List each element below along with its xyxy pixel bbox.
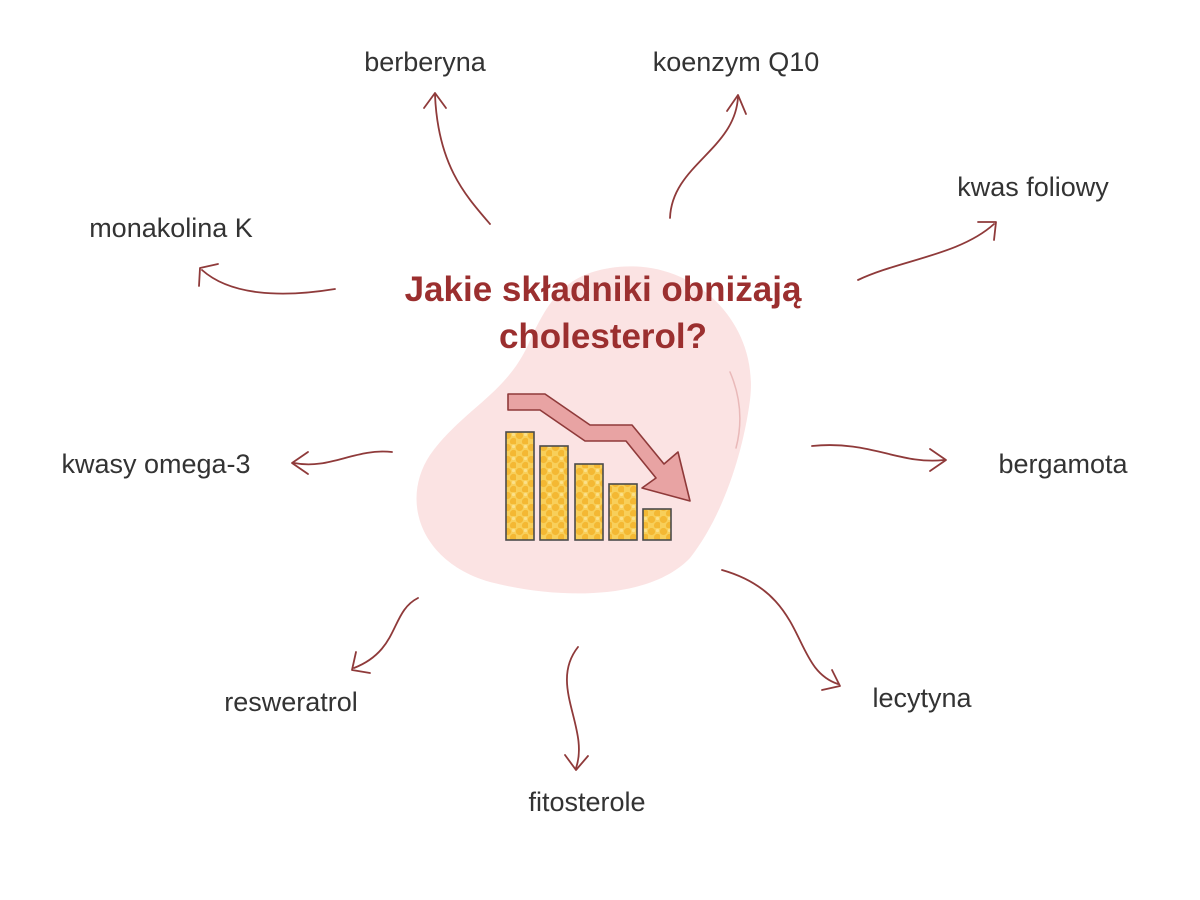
label-resweratrol: resweratrol	[224, 687, 358, 717]
chart-bar-4	[608, 483, 638, 541]
chart-bar-1	[505, 431, 535, 541]
arrow-to-monakolina-k	[198, 263, 336, 295]
blob-outline-accent	[729, 371, 741, 449]
declining-bar-chart-icon	[505, 393, 691, 541]
arrow-to-kwasy-omega-3	[291, 450, 393, 475]
label-bergamota: bergamota	[998, 449, 1128, 479]
arrow-to-berberyna	[423, 92, 491, 225]
label-fitosterole: fitosterole	[528, 787, 645, 817]
arrow-to-bergamota	[811, 444, 947, 472]
label-kwasy-omega-3: kwasy omega-3	[61, 449, 250, 479]
trend-down-arrow	[507, 393, 691, 502]
arrow-to-fitosterole	[564, 646, 589, 771]
arrow-to-resweratrol	[351, 597, 419, 674]
arrow-to-koenzym-q10	[669, 94, 747, 219]
label-kwas-foliowy: kwas foliowy	[957, 172, 1109, 202]
chart-bar-3	[574, 463, 604, 541]
arrow-to-lecytyna	[721, 569, 841, 691]
label-lecytyna: lecytyna	[872, 683, 972, 713]
page-title-line-2: cholesterol?	[499, 317, 707, 356]
label-berberyna: berberyna	[364, 47, 487, 77]
page-title-line-1: Jakie składniki obniżają	[405, 270, 802, 309]
chart-bar-2	[539, 445, 569, 541]
label-koenzym-q10: koenzym Q10	[653, 47, 820, 77]
arrow-to-kwas-foliowy	[857, 221, 997, 281]
chart-bar-5	[642, 508, 672, 541]
label-monakolina-k: monakolina K	[89, 213, 253, 243]
